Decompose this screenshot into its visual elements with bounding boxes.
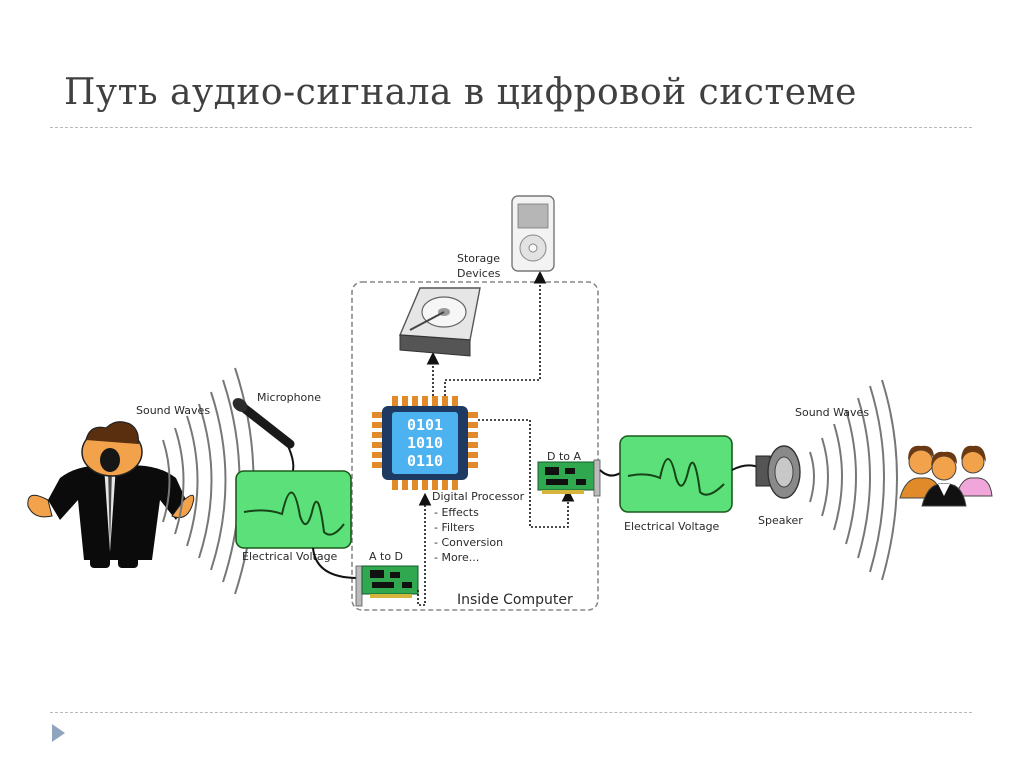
d-to-a-card xyxy=(537,459,601,497)
microphone-label: Microphone xyxy=(257,391,321,404)
speaker-icon xyxy=(755,445,801,499)
inside-computer-box xyxy=(351,281,599,611)
media-player-icon xyxy=(511,195,555,272)
chip-bits-line-2: 1010 xyxy=(407,434,443,452)
singer-icon xyxy=(27,421,195,568)
dp-item-filters: - Filters xyxy=(434,521,475,534)
storage-devices-label-line-2: Devices xyxy=(457,267,501,280)
audience-icon xyxy=(899,445,993,507)
waveform-panel-left xyxy=(235,470,352,549)
storage-devices-label-line-1: Storage xyxy=(457,252,500,265)
d-to-a-label: D to A xyxy=(547,450,582,463)
sound-waves-right-label: Sound Waves xyxy=(795,406,869,419)
digital-processor-label: Digital Processor xyxy=(432,490,525,503)
a-to-d-card xyxy=(355,565,419,607)
footer-divider xyxy=(50,712,972,713)
processor-chip-icon xyxy=(372,396,478,490)
waveform-panel-right xyxy=(619,435,733,513)
electrical-voltage-right-label: Electrical Voltage xyxy=(624,520,720,533)
chip-bits-line-1: 0101 xyxy=(407,416,443,434)
speaker-label: Speaker xyxy=(758,514,803,527)
sound-waves-left-label: Sound Waves xyxy=(136,404,210,417)
dp-item-conversion: - Conversion xyxy=(434,536,503,549)
a-to-d-label: A to D xyxy=(369,550,403,563)
dp-item-effects: - Effects xyxy=(434,506,479,519)
title-divider xyxy=(50,127,972,128)
chip-bits-line-3: 0110 xyxy=(407,452,443,470)
inside-computer-label: Inside Computer xyxy=(457,592,573,608)
slide-title: Путь аудио-сигнала в цифровой системе xyxy=(64,72,857,113)
next-slide-arrow-icon[interactable] xyxy=(52,724,65,742)
hard-drive-icon xyxy=(398,287,481,357)
dp-item-more: - More... xyxy=(434,551,479,564)
sound-waves-right xyxy=(809,379,898,581)
electrical-voltage-left-label: Electrical Voltage xyxy=(242,550,338,563)
